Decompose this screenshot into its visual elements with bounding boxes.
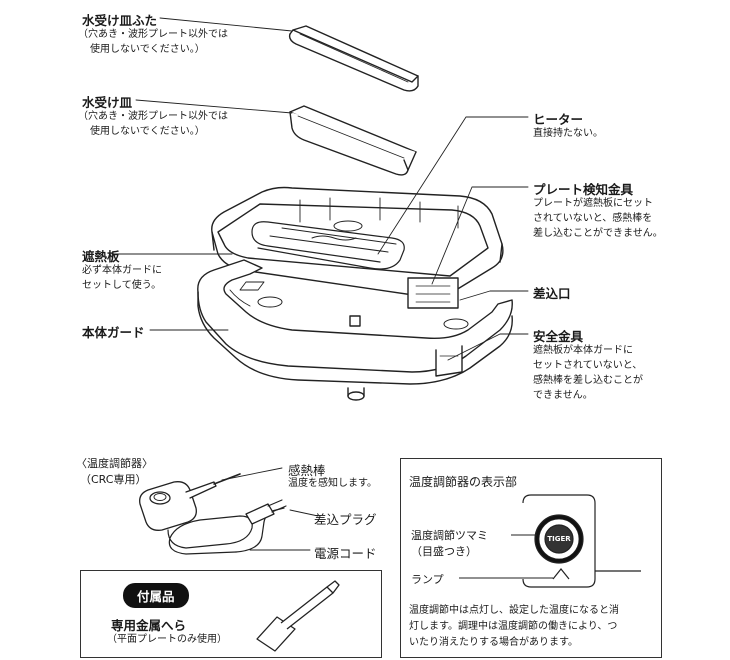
drip-tray-note-1: （穴あき・波形プレート以外では <box>78 111 228 122</box>
accessory-title: 専用金属へら <box>111 618 187 633</box>
plate-sensor-note-2: されていないと、感熱棒を <box>533 213 653 224</box>
accessory-note: （平面プレートのみ使用） <box>107 634 227 645</box>
drip-tray-note-2: 使用しないでください。） <box>90 126 205 137</box>
safety-fitting-note-3: 感熱棒を差し込むことが <box>533 375 643 386</box>
knob-brand: TIGER <box>547 535 571 543</box>
temperature-knob-drawing <box>459 494 641 588</box>
lamp-label: ランプ <box>411 573 444 586</box>
drip-tray-title: 水受け皿 <box>82 95 133 110</box>
display-panel-title: 温度調節器の表示部 <box>409 475 518 489</box>
heat-shield-title: 遮熱板 <box>82 249 120 264</box>
probe-title: 感熱棒 <box>288 463 326 478</box>
heat-shield-note-2: セットして使う。 <box>82 280 162 291</box>
display-panel-body-2: 灯します。調理中は温度調節の働きにより、つ <box>409 621 618 632</box>
plate-sensor-title: プレート検知金具 <box>533 182 634 197</box>
drip-lid-note-2: 使用しないでください。） <box>90 44 205 55</box>
probe-note: 温度を感知します。 <box>288 478 377 489</box>
safety-fitting-title: 安全金具 <box>533 329 584 344</box>
plate-sensor-note-1: プレートが遮熱板にセット <box>533 198 653 209</box>
safety-fitting-note-1: 遮熱板が本体ガードに <box>533 345 633 356</box>
heater-title: ヒーター <box>533 112 584 127</box>
knob-label-sub: （目盛つき） <box>411 545 477 558</box>
knob-label: 温度調節ツマミ <box>411 529 488 542</box>
cord-label: 電源コード <box>314 546 377 561</box>
plug-label: 差込プラグ <box>314 512 377 527</box>
controller-heading: 〈温度調節器〉 <box>76 457 153 470</box>
spatula-icon <box>256 580 340 652</box>
accessory-box: 付属品 専用金属へら （平面プレートのみ使用） <box>80 570 382 658</box>
display-panel-body-1: 温度調節中は点灯し、設定した温度になると消 <box>409 605 619 616</box>
safety-fitting-note-4: できません。 <box>533 390 593 401</box>
plate-sensor-note-3: 差し込むことができません。 <box>533 228 663 239</box>
drip-tray-lid-drawing <box>288 25 419 92</box>
heat-shield-note-1: 必ず本体ガードに <box>82 265 162 276</box>
display-panel-body-3: いたり消えたりする場合があります。 <box>409 637 578 648</box>
body-guard-drawing <box>197 259 513 401</box>
safety-fitting-note-2: セットされていないと、 <box>533 360 643 371</box>
drip-lid-title: 水受け皿ふた <box>82 13 158 28</box>
heater-note: 直接持たない。 <box>533 128 603 139</box>
leader-lines <box>111 17 529 361</box>
socket-title: 差込口 <box>533 286 571 301</box>
drip-tray-drawing <box>289 105 417 176</box>
body-guard-title: 本体ガード <box>82 325 145 340</box>
drip-lid-note-1: （穴あき・波形プレート以外では <box>78 29 228 40</box>
accessory-badge: 付属品 <box>123 583 189 608</box>
display-panel-box: 温度調節器の表示部 温度調節ツマミ （目盛つき） ランプ TIGER 温度調節中… <box>400 458 662 658</box>
controller-heading-sub: （CRC専用） <box>80 473 147 486</box>
